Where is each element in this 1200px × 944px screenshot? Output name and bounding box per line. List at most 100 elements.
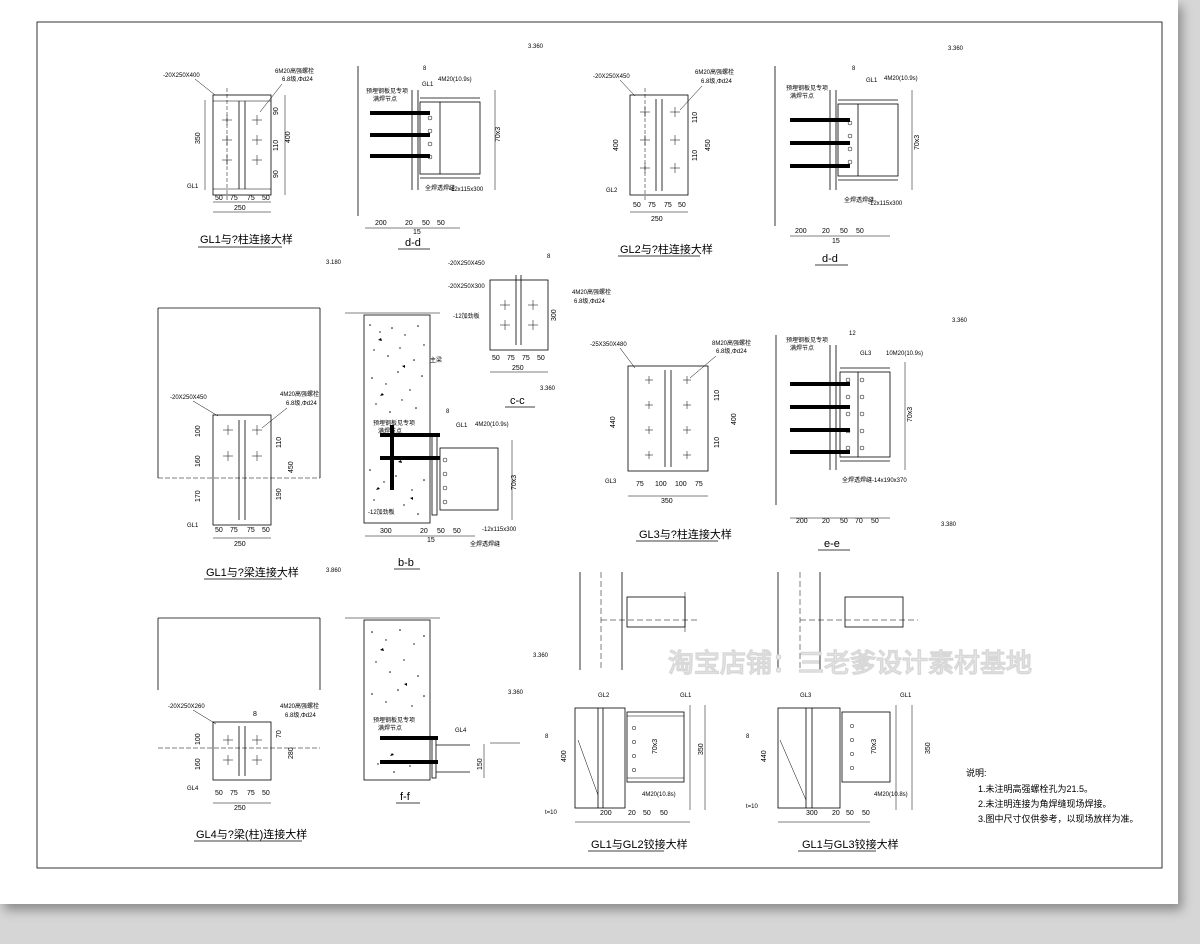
plate-label: -20X250X400 — [163, 73, 200, 79]
dim-text: 75 — [230, 527, 238, 534]
section-caption: f-f — [400, 791, 411, 803]
detail-gl1-gl2: GL2 GL1 8 t=10 4M20(10.8s) 200 20 50 50 … — [533, 653, 706, 852]
dim-text: 170 — [195, 490, 202, 502]
dim-text: 75 — [247, 195, 255, 202]
annotation: 预埋钢板见专项 — [373, 419, 415, 427]
dim-text: 70x3 — [907, 407, 914, 422]
bolt-grade-label: 6.8级,Φd24 — [285, 711, 316, 719]
dim-text: 50 — [262, 790, 270, 797]
annotation: 全焊透焊缝 — [470, 540, 500, 548]
dim-text: 50 — [215, 195, 223, 202]
member-label: GL1 — [900, 693, 912, 699]
dim-text: 12 — [849, 331, 856, 337]
dim-text: 8 — [746, 734, 750, 740]
dim-text: 75 — [636, 481, 644, 488]
dim-text: 110 — [692, 150, 699, 161]
dim-text: 70x3 — [495, 127, 502, 142]
dim-text: 70x3 — [871, 739, 878, 754]
dim-text: 300 — [806, 810, 818, 817]
member-label: GL1 — [187, 184, 199, 190]
annotation: 预埋钢板见专项 — [786, 84, 828, 92]
dim-text: 100 — [655, 481, 667, 488]
dim-text: 100 — [195, 425, 202, 437]
dim-text: 20 — [822, 518, 830, 525]
section-caption: d-d — [822, 253, 838, 265]
dim-text: 50 — [437, 528, 445, 535]
section-dd-2: 预埋钢板见专项 满焊节点 4M20(10.9s) 8 GL1 全焊透焊缝 -12… — [774, 46, 964, 266]
elevation-label: 3.360 — [528, 44, 544, 50]
dim-text: 50 — [262, 195, 270, 202]
dim-text: 250 — [651, 216, 663, 223]
dim-text: 90 — [273, 107, 280, 115]
detail-gl1-beam: -20X250X450 4M20高强螺栓 6.8级,Φd24 GL1 50 75… — [157, 260, 342, 580]
dim-text: 75 — [664, 202, 672, 209]
dim-text: 20 — [628, 810, 636, 817]
dim-text: 90 — [273, 170, 280, 178]
dim-text: 400 — [561, 750, 568, 762]
annotation: 满焊节点 — [373, 95, 397, 103]
detail-gl3-column: -25X350X480 8M20高强螺栓 6.8级,Φd24 GL3 75 10… — [590, 339, 751, 542]
drawing-sheet: -20X250X400 6M20高强螺栓 6.8级,Φd24 GL1 50 75… — [0, 0, 1178, 904]
elevation-label: 3.360 — [540, 386, 556, 392]
dim-text: 110 — [714, 437, 721, 448]
dim-text: 50 — [660, 810, 668, 817]
dim-text: 280 — [288, 747, 295, 759]
note-item: 2.未注明连接为角焊缝现场焊接。 — [978, 798, 1112, 809]
bolt-label: 4M20(10.9s) — [475, 422, 509, 428]
dim-text: 250 — [234, 805, 246, 812]
dim-text: 350 — [925, 742, 932, 754]
section-caption: d-d — [405, 237, 421, 249]
dim-text: 20 — [420, 528, 428, 535]
dim-text: 75 — [247, 790, 255, 797]
member-label: GL3 — [800, 693, 812, 699]
detail-gl1-column: -20X250X400 6M20高强螺栓 6.8级,Φd24 GL1 50 75… — [163, 67, 314, 248]
member-label: GL1 — [866, 78, 878, 84]
plate-label: -20X250X300 — [448, 284, 485, 290]
dim-text: 250 — [234, 205, 246, 212]
annotation: 满焊节点 — [378, 724, 402, 732]
dim-text: 150 — [477, 758, 484, 770]
annotation: 主梁 — [430, 356, 442, 364]
bolt-grade-label: 6.8级,Φd24 — [716, 347, 747, 355]
annotation: 全焊透焊缝 — [844, 196, 874, 204]
plate-label: -20X250X260 — [168, 704, 205, 710]
dim-text: 200 — [600, 810, 612, 817]
dim-text: 450 — [288, 461, 295, 473]
dim-text: 75 — [230, 195, 238, 202]
dim-text: 75 — [522, 355, 530, 362]
section-caption: e-e — [824, 538, 840, 550]
section-cc: -20X250X450 -20X250X300 -12加劲板 4M20高强螺栓 … — [448, 254, 611, 408]
detail-gl2-column: -20X250X450 6M20高强螺栓 6.8级,Φd24 GL2 50 75… — [593, 68, 734, 257]
bolt-label: 10M20(10.9s) — [886, 351, 923, 357]
annotation: 满焊节点 — [378, 427, 402, 435]
elevation-label: 3.360 — [952, 318, 968, 324]
bolt-label: 4M20(10.9s) — [884, 76, 918, 82]
concrete-hatch — [371, 629, 425, 773]
member-label: GL1 — [680, 693, 692, 699]
dim-text: 100 — [195, 733, 202, 745]
concrete-hatch — [369, 324, 425, 515]
notes-title: 说明: — [966, 767, 987, 778]
annotation: 预埋钢板见专项 — [373, 716, 415, 724]
dim-text: 350 — [698, 743, 705, 755]
plate-label: -20X250X450 — [170, 395, 207, 401]
plate-label: -14x190x370 — [872, 478, 907, 484]
section-ff: 预埋钢板见专项 满焊节点 GL4 150 3.360 f-f — [345, 617, 524, 804]
dim-text: 75 — [247, 527, 255, 534]
detail-caption: GL1与GL2铰接大样 — [591, 837, 688, 851]
dim-text: 50 — [840, 228, 848, 235]
bolt-grade-label: 6.8级,Φd24 — [286, 399, 317, 407]
dim-text: 50 — [262, 527, 270, 534]
dim-text: 440 — [761, 750, 768, 762]
dim-text: 400 — [613, 139, 620, 151]
detail-gl4: -20X250X260 4M20高强螺栓 6.8级,Φd24 GL4 50 75… — [157, 568, 342, 842]
elevation-label: 3.380 — [941, 522, 957, 528]
member-label: GL1 — [456, 423, 468, 429]
section-caption: b-b — [398, 557, 414, 569]
dim-text: 8 — [852, 66, 856, 72]
annotation: 全焊透焊缝 — [842, 476, 872, 484]
detail-caption: GL1与GL3铰接大样 — [802, 837, 899, 851]
annotation: 全焊透焊缝 — [425, 184, 455, 192]
dim-text: 75 — [648, 202, 656, 209]
bolt-label: 4M20高强螺栓 — [280, 390, 319, 398]
